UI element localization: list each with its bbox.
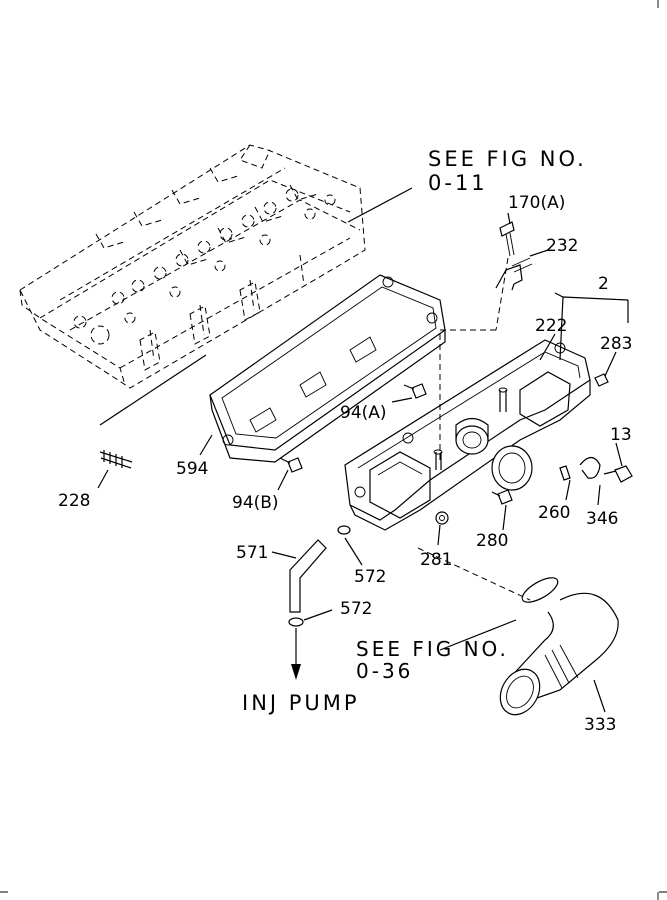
label-13: 13: [610, 425, 632, 445]
bolt-280-illustration: [491, 489, 513, 505]
clip-346-illustration: [579, 456, 601, 479]
label-170a: 170(A): [508, 193, 565, 213]
bolt-283-illustration: [594, 373, 609, 387]
label-346: 346: [586, 509, 618, 529]
bolt-170a-illustration: [495, 221, 515, 331]
inj-pump-label: INJ PUMP: [242, 691, 360, 715]
label-333: 333: [584, 715, 616, 735]
bolt-13-illustration: [603, 465, 633, 483]
hose-571-illustration: [289, 539, 327, 613]
pin-260-illustration: [559, 465, 571, 481]
label-283: 283: [600, 334, 632, 354]
bracket-232-illustration: [495, 257, 533, 291]
label-232: 232: [546, 236, 578, 256]
cylinder-head-illustration: [19, 144, 366, 389]
bolt-94b-illustration: [279, 457, 303, 473]
head-see-fig-text: SEE FIG NO.: [428, 147, 587, 171]
arrow-head: [291, 664, 301, 680]
bolt-94a-illustration: [403, 383, 427, 399]
label-594: 594: [176, 459, 208, 479]
label-281: 281: [420, 550, 452, 570]
clamp-572-lower-illustration: [288, 617, 304, 627]
clamp-572-upper-illustration: [337, 525, 351, 535]
label-572-lower: 572: [340, 599, 372, 619]
head-fig-number: 0-11: [428, 171, 488, 195]
intake-gasket-illustration: [209, 274, 446, 463]
label-94a: 94(A): [340, 403, 387, 423]
nut-281-illustration: [435, 511, 449, 525]
stud-228-illustration: [99, 450, 133, 469]
label-572-upper: 572: [354, 567, 386, 587]
part-labels: 170(A) 232 2 222 283 13 346 260 280 281 …: [58, 193, 632, 735]
hose-see-fig-text: SEE FIG NO.: [356, 637, 509, 661]
intake-manifold-illustration: [344, 339, 591, 531]
intake-hose-333-illustration: [499, 577, 619, 716]
label-94b: 94(B): [232, 493, 279, 513]
leader-lines: [97, 212, 629, 713]
label-571: 571: [236, 543, 268, 563]
hose-fig-number: 0-36: [356, 659, 413, 683]
head-leader: [347, 187, 413, 223]
label-260: 260: [538, 503, 570, 523]
label-222: 222: [535, 316, 567, 336]
label-228: 228: [58, 491, 90, 511]
label-280: 280: [476, 531, 508, 551]
label-2: 2: [598, 274, 609, 294]
